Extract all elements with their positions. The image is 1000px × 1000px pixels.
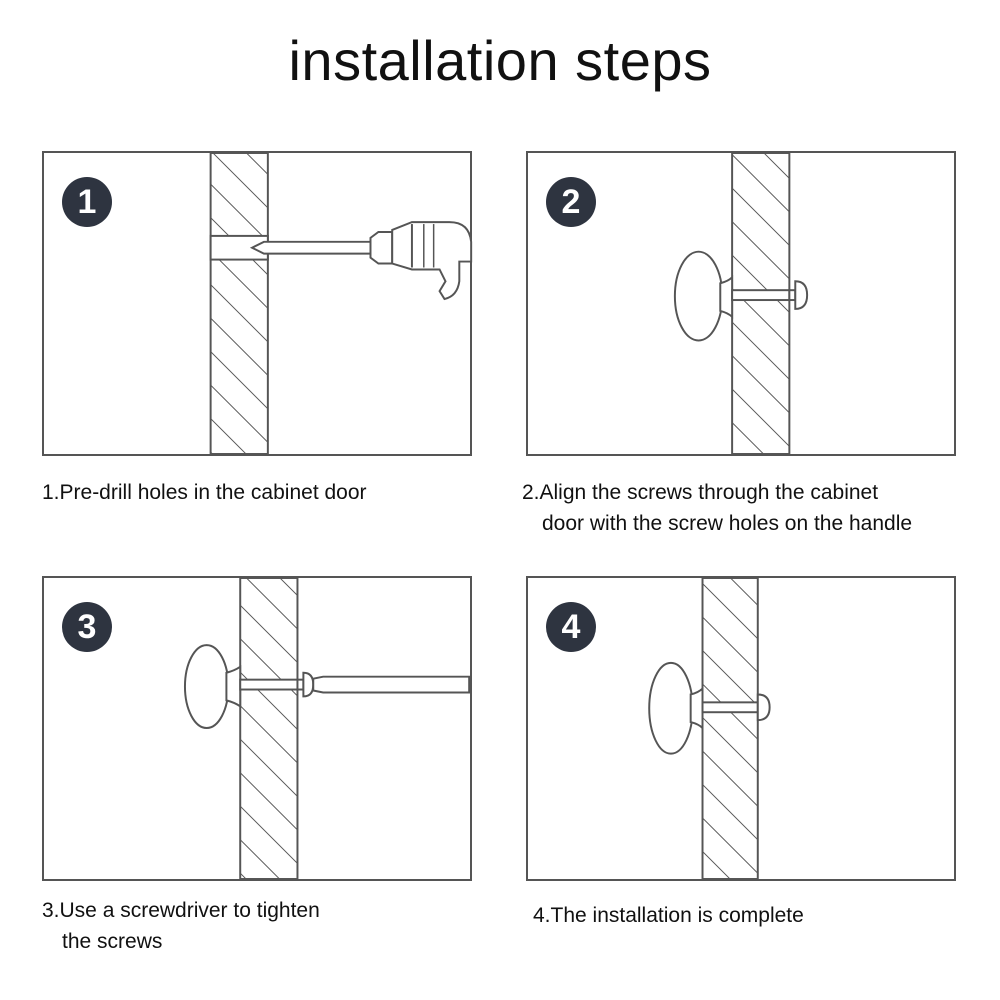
caption-line: 2.Align the screws through the cabinet (522, 481, 879, 504)
installed-knob-icon (648, 577, 771, 880)
caption-line: the screws (62, 930, 163, 953)
step-3-panel: 3 (42, 576, 472, 881)
caption-line: 3.Use a screwdriver to tighten (42, 899, 320, 922)
knob-screw-icon (673, 152, 809, 455)
step-4-panel: 4 (526, 576, 956, 881)
step-number-badge: 1 (62, 177, 112, 227)
page-title: installation steps (288, 29, 712, 92)
step-number-badge: 2 (546, 177, 596, 227)
step-2-caption: 2.Align the screws through the cabinet d… (522, 477, 912, 539)
step-number-badge: 4 (546, 602, 596, 652)
caption-line: 1.Pre-drill holes in the cabinet door (42, 481, 367, 504)
screwdriver-icon (183, 577, 471, 880)
step-3-caption: 3.Use a screwdriver to tighten the screw… (42, 895, 320, 957)
drill-icon (209, 152, 473, 455)
caption-line: door with the screw holes on the handle (542, 512, 913, 535)
step-1-caption: 1.Pre-drill holes in the cabinet door (42, 477, 367, 508)
step-2-panel: 2 (526, 151, 956, 456)
step-number-badge: 3 (62, 602, 112, 652)
step-4-caption: 4.The installation is complete (533, 900, 804, 931)
caption-line: 4.The installation is complete (533, 904, 804, 927)
step-1-panel: 1 (42, 151, 473, 456)
